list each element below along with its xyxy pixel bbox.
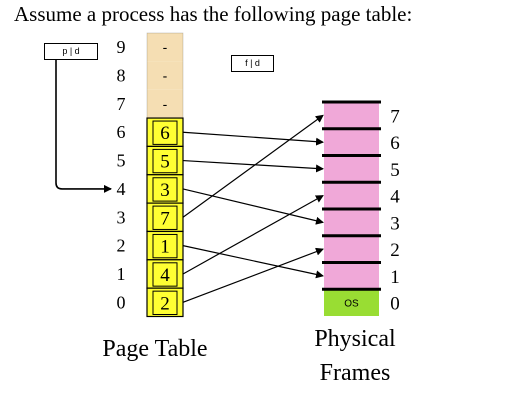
virtual-address-box: p | d xyxy=(44,43,98,60)
page-index-label: 2 xyxy=(117,236,126,256)
os-frame xyxy=(324,289,379,316)
frame-number-label: 3 xyxy=(390,213,400,234)
page-table-entry-value: 3 xyxy=(160,180,170,201)
frame-number-label: 5 xyxy=(390,160,400,181)
page-table-entry-cell xyxy=(152,262,178,287)
os-label: OS xyxy=(344,299,359,310)
page-table-entry xyxy=(147,61,183,90)
mapping-arrow xyxy=(182,114,324,218)
frame-number-label: 1 xyxy=(390,267,400,288)
page-table-entry-cell xyxy=(152,205,178,230)
page-table-entry-value: 4 xyxy=(160,265,170,286)
physical-frame xyxy=(324,155,379,183)
page-index-label: 4 xyxy=(117,179,126,199)
page-table-entry xyxy=(147,89,183,119)
page-table-entry-value: - xyxy=(163,68,168,84)
physical-frames-caption-line1: Physical xyxy=(314,326,396,352)
page-table-entry-cell xyxy=(152,233,178,259)
page-table-entry-value: - xyxy=(163,39,168,55)
page-index-label: 8 xyxy=(117,66,126,86)
mapping-arrow xyxy=(182,159,324,173)
page-table-entry-cell xyxy=(152,177,178,202)
page-pointer-arrow xyxy=(55,59,112,193)
frame-number-label: 6 xyxy=(390,133,400,154)
frame-number-label: 0 xyxy=(390,294,400,315)
page-table-caption: Page Table xyxy=(102,336,208,362)
physical-frame xyxy=(324,102,379,129)
page-table-entry-value: - xyxy=(163,96,168,112)
page-index-label: 1 xyxy=(117,264,126,284)
mapping-arrow xyxy=(182,131,324,146)
frame-number-label: 2 xyxy=(390,240,400,261)
physical-frame xyxy=(324,182,379,209)
physical-frames-caption-line2: Frames xyxy=(319,360,391,386)
physical-address-box: f | d xyxy=(231,55,274,72)
page-table-entry-value: 1 xyxy=(160,237,170,258)
page-index-label: 6 xyxy=(117,122,126,142)
page-index-label: 0 xyxy=(117,292,126,312)
heading: Assume a process has the following page … xyxy=(14,2,413,26)
frame-number-label: 7 xyxy=(390,106,400,127)
page-index-label: 3 xyxy=(117,207,126,227)
page-table-entry-cell xyxy=(152,148,178,174)
page-table-entry-cell xyxy=(152,290,178,315)
page-index-label: 5 xyxy=(117,151,126,171)
physical-frame xyxy=(324,209,379,236)
mapping-arrow xyxy=(182,188,324,225)
page-table-entry-value: 5 xyxy=(160,152,170,173)
page-table-entry-cell xyxy=(152,120,178,145)
page-table-entry xyxy=(147,33,183,62)
physical-frame xyxy=(324,262,379,290)
mapping-arrow xyxy=(182,245,324,279)
page-index-label: 7 xyxy=(117,94,126,114)
physical-frame xyxy=(324,235,379,263)
page-index-label: 9 xyxy=(117,37,126,57)
mapping-arrow xyxy=(182,195,324,275)
physical-frame xyxy=(324,128,379,156)
page-table-entry-value: 2 xyxy=(160,293,170,314)
mapping-arrow xyxy=(182,247,324,303)
page-table-entry-value: 6 xyxy=(160,123,170,144)
page-table-entry-value: 7 xyxy=(160,208,170,229)
frame-number-label: 4 xyxy=(390,187,400,208)
page-table-outline xyxy=(146,32,184,317)
